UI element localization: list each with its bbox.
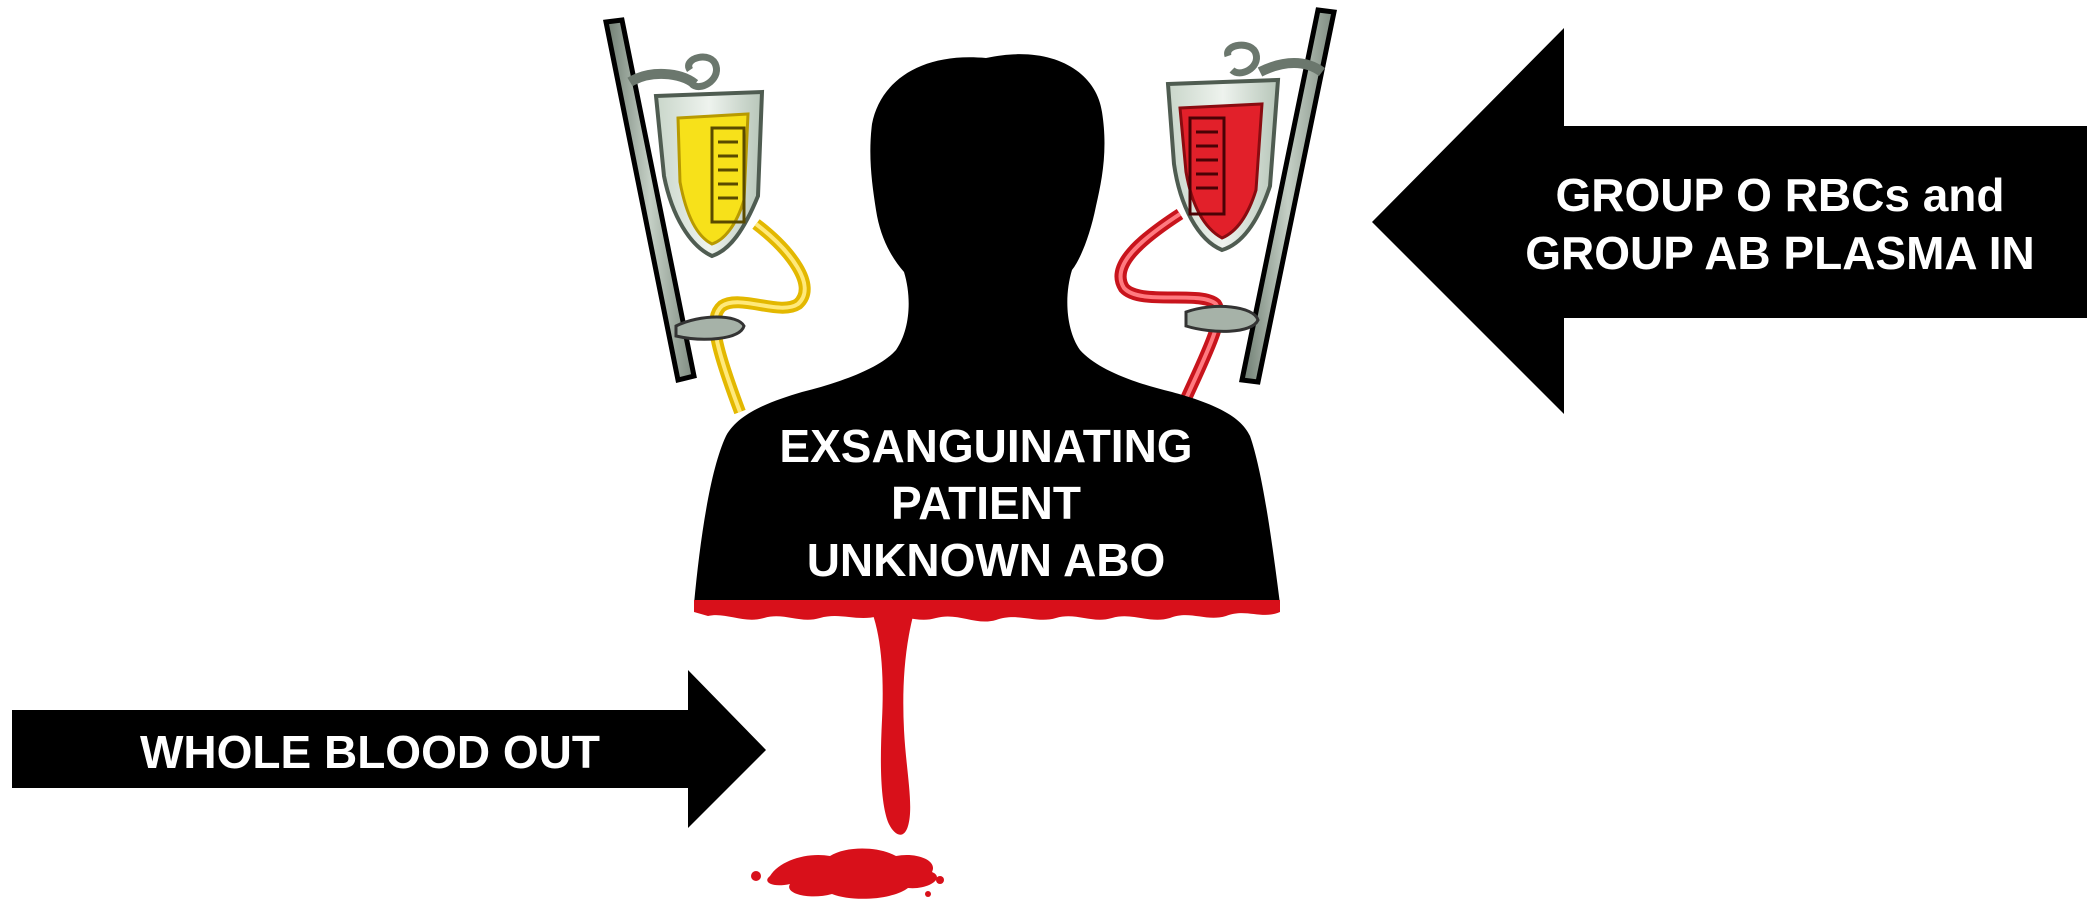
in-arrow-line-1: GROUP O RBCs and [1500, 166, 2060, 224]
patient-line-2: PATIENT [736, 475, 1236, 532]
patient-line-3: UNKNOWN ABO [736, 532, 1236, 589]
blood-drip [872, 612, 914, 835]
right-tube-clamp [1186, 306, 1258, 331]
left-tube-clamp [676, 317, 744, 339]
right-bag-hanger [1228, 45, 1257, 73]
out-arrow-label: WHOLE BLOOD OUT [80, 722, 660, 782]
blood-puddle [767, 849, 937, 899]
plasma-iv-bag [606, 20, 805, 412]
blood [694, 600, 1280, 899]
in-arrow-line-2: GROUP AB PLASMA IN [1500, 224, 2060, 282]
rbc-iv-bag [1121, 10, 1334, 412]
left-bag-hook [630, 74, 695, 84]
blood-splatter-dot [925, 891, 931, 897]
blood-splatter-dot [751, 871, 761, 881]
right-bag-hook [1260, 63, 1322, 72]
blood-band [694, 600, 1280, 622]
in-arrow-label: GROUP O RBCs and GROUP AB PLASMA IN [1500, 166, 2060, 282]
patient-label: EXSANGUINATING PATIENT UNKNOWN ABO [736, 418, 1236, 589]
blood-splatter-dot [936, 876, 944, 884]
patient-line-1: EXSANGUINATING [736, 418, 1236, 475]
